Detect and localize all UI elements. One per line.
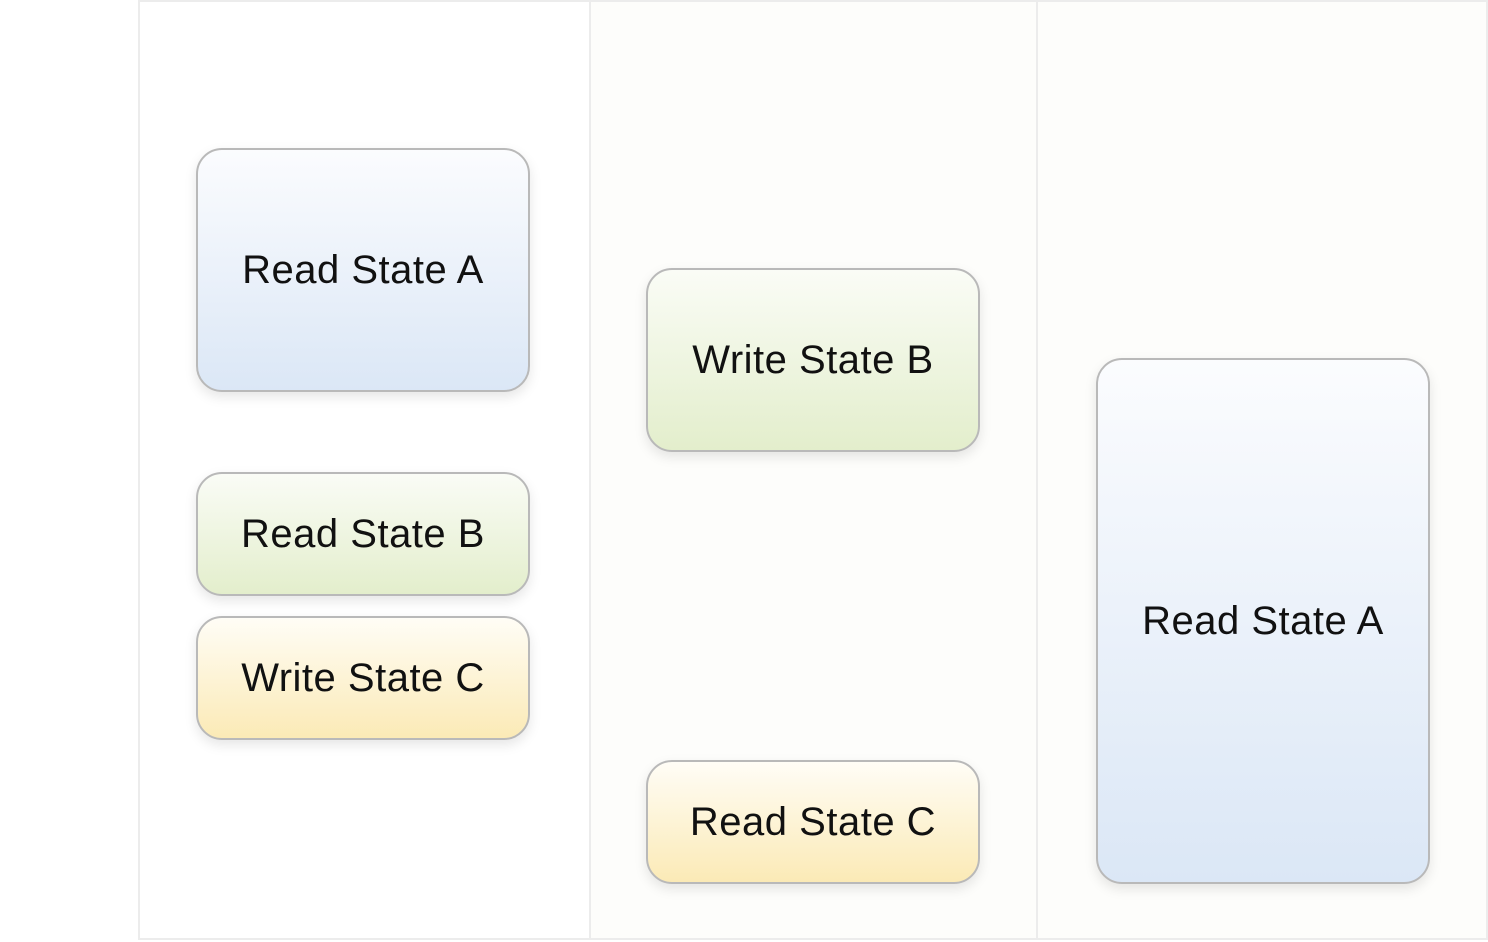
node-label: Read State A — [242, 247, 484, 292]
node-read-state-c[interactable]: Read State C — [646, 760, 980, 884]
lane-bottom-border — [138, 938, 1488, 940]
node-label: Read State A — [1142, 598, 1384, 643]
node-write-state-c[interactable]: Write State C — [196, 616, 530, 740]
node-label: Write State B — [692, 337, 934, 382]
node-write-state-b[interactable]: Write State B — [646, 268, 980, 452]
node-label: Read State C — [689, 799, 937, 844]
node-read-state-a[interactable]: Read State A — [196, 148, 530, 392]
node-read-state-b[interactable]: Read State B — [196, 472, 530, 596]
node-label: Write State C — [241, 655, 485, 700]
lane-1 — [138, 0, 589, 940]
node-read-state-a-tall[interactable]: Read State A — [1096, 358, 1430, 884]
node-label: Read State B — [241, 511, 485, 556]
